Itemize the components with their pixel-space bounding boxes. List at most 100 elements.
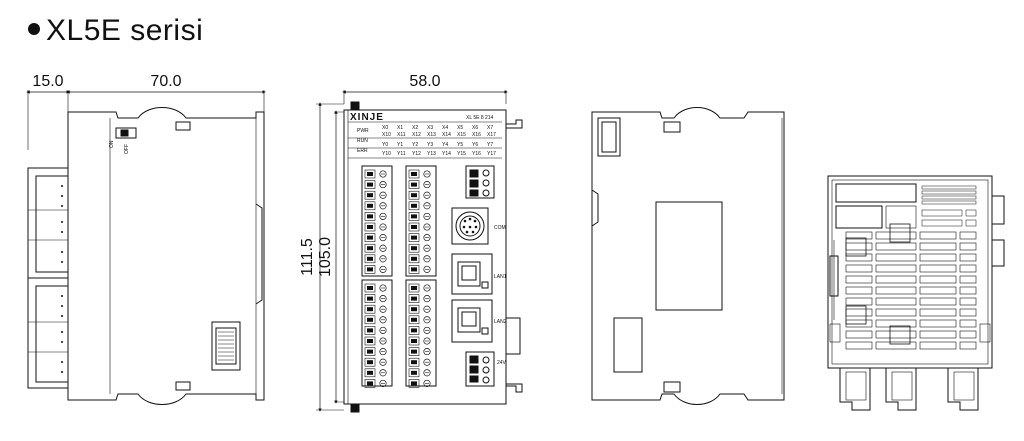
vent-slot — [965, 209, 977, 217]
terminal-clamp — [367, 317, 373, 322]
vent-slot — [845, 341, 873, 350]
io-header-label: X7 — [487, 125, 493, 131]
terminal-clamp — [367, 349, 373, 354]
terminal-slot — [408, 357, 420, 367]
io-header-label: Y16 — [472, 151, 481, 157]
io-header-label: X12 — [412, 132, 421, 138]
terminal-slot — [408, 265, 420, 274]
io-header-label: X4 — [442, 125, 448, 131]
io-header-label: X6 — [472, 125, 478, 131]
terminal-slot — [364, 265, 376, 274]
terminal-clamp — [411, 193, 417, 198]
vent-slot — [921, 219, 963, 227]
terminal-screw — [423, 255, 431, 263]
terminal-clamp — [411, 235, 417, 240]
terminal-slot — [408, 222, 420, 232]
terminal-clamp — [367, 203, 373, 208]
terminal-clamp — [411, 267, 417, 272]
terminal-clamp — [411, 328, 417, 333]
vent-slot — [919, 297, 957, 306]
vent-slot — [921, 190, 977, 195]
terminal-screw — [423, 379, 431, 387]
terminal-slot — [408, 336, 420, 346]
terminal-clamp — [367, 246, 373, 251]
dim-front-width: 58.0 — [409, 73, 440, 90]
terminal-clamp — [411, 349, 417, 354]
terminal-screw — [423, 223, 431, 231]
terminal-screw — [423, 244, 431, 252]
terminal-slot — [364, 304, 376, 314]
bottom-view — [827, 175, 1005, 411]
vent-slot — [959, 242, 977, 251]
terminal-clamp — [411, 370, 417, 375]
terminal-screw — [379, 348, 387, 356]
terminal-clamp — [411, 381, 417, 386]
terminal-screw — [379, 316, 387, 324]
io-header-label: X16 — [472, 132, 481, 138]
terminal-clamp — [411, 225, 417, 229]
terminal-clamp — [367, 339, 373, 343]
vent-slot — [845, 231, 873, 240]
io-header-label: Y10 — [382, 151, 391, 157]
vent-slot — [875, 308, 917, 317]
terminal-clamp — [411, 256, 417, 261]
terminal-screw — [379, 255, 387, 263]
vent-slot — [875, 242, 917, 251]
vent-slot — [959, 330, 977, 339]
vent-slot — [959, 275, 977, 284]
terminal-screw — [379, 295, 387, 303]
terminal-screw — [423, 181, 431, 189]
terminal-screw — [379, 223, 387, 231]
status-label: ERR — [357, 148, 368, 154]
terminal-slot — [408, 212, 420, 221]
terminal-slot — [364, 294, 376, 303]
status-label: PWR — [357, 128, 369, 134]
front-ports — [451, 165, 495, 387]
terminal-slot — [408, 315, 420, 325]
terminal-slot — [364, 336, 376, 346]
terminal-slot — [408, 254, 420, 264]
terminal-slot — [408, 326, 420, 335]
io-header-label: X17 — [487, 132, 496, 138]
vent-slot — [845, 275, 873, 284]
vent-slot — [919, 341, 957, 350]
terminal-clamp — [367, 182, 373, 187]
terminal-screw — [379, 202, 387, 210]
terminal-slot — [408, 201, 420, 211]
io-header-label: X15 — [457, 132, 466, 138]
io-header-label: Y6 — [472, 142, 478, 148]
io-header-label: Y7 — [487, 142, 493, 148]
dim-side-depth-small: 15.0 — [32, 73, 63, 90]
terminal-slot — [408, 368, 420, 378]
terminal-slot — [408, 283, 420, 293]
vent-slot — [845, 319, 873, 328]
vent-slot — [919, 242, 957, 251]
dim-front-height-inner: 105.0 — [317, 237, 334, 277]
vent-slot — [875, 253, 917, 262]
terminal-screw — [379, 284, 387, 292]
terminal-slot — [364, 254, 376, 264]
vent-slot — [875, 231, 917, 240]
vent-slot — [919, 330, 957, 339]
front-view — [316, 90, 523, 413]
terminal-screw — [423, 202, 431, 210]
terminal-clamp — [367, 214, 373, 219]
terminal-slot — [364, 201, 376, 211]
bottom-connector — [845, 305, 867, 325]
terminal-screw — [423, 191, 431, 199]
terminal-screw — [423, 305, 431, 313]
terminal-clamp — [411, 182, 417, 187]
terminal-slot — [364, 243, 376, 253]
terminal-screw — [379, 234, 387, 242]
terminal-screw — [379, 244, 387, 252]
bullet-icon — [28, 23, 40, 36]
terminal-clamp — [367, 307, 373, 312]
terminal-clamp — [411, 296, 417, 301]
port-label-lan1: LAN1 — [494, 274, 507, 280]
terminal-screw — [423, 358, 431, 366]
terminal-slot — [408, 304, 420, 314]
status-label: RUN — [357, 138, 368, 144]
terminal-screw — [423, 284, 431, 292]
terminal-slot — [364, 190, 376, 200]
